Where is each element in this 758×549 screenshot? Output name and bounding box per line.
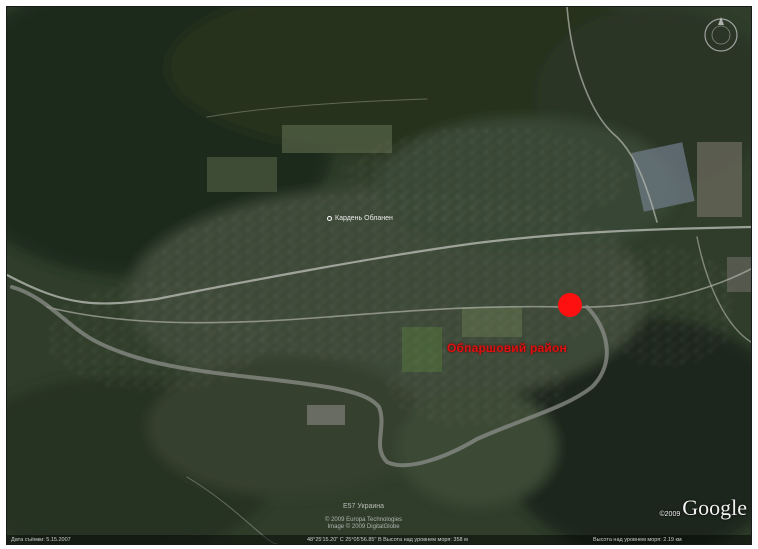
road-label: E57 Украина <box>343 503 385 510</box>
logo-prefix: ©2009 <box>659 511 681 518</box>
status-right: Высота над уровнем моря: 2.19 км <box>593 536 682 543</box>
logo-text: Google <box>682 495 747 520</box>
copyright-line-2: Image © 2009 DigitalGlobe <box>327 524 400 530</box>
location-marker-icon[interactable] <box>558 293 582 317</box>
place-label-text: Кардень Обланен <box>335 215 393 222</box>
marker-label: Обпаршовий район <box>447 341 567 355</box>
place-label: Кардень Обланен <box>327 215 393 222</box>
compass-icon[interactable] <box>701 15 741 55</box>
status-mid: 48°25'15.20" С 25°05'56.85" В Высота над… <box>307 536 468 543</box>
satellite-map-view[interactable]: Кардень Обланен Обпаршовий район E57 Укр… <box>6 6 752 545</box>
status-left: Дата съёмки: 5.15.2007 <box>11 536 71 543</box>
imagery-copyright: © 2009 Europa Technologies Image © 2009 … <box>325 517 402 531</box>
google-logo: ©2009 Google <box>660 495 748 521</box>
satellite-imagery <box>7 7 751 544</box>
place-dot-icon <box>327 216 332 221</box>
status-bar: Дата съёмки: 5.15.2007 48°25'15.20" С 25… <box>7 535 751 544</box>
copyright-line-1: © 2009 Europa Technologies <box>325 517 403 523</box>
